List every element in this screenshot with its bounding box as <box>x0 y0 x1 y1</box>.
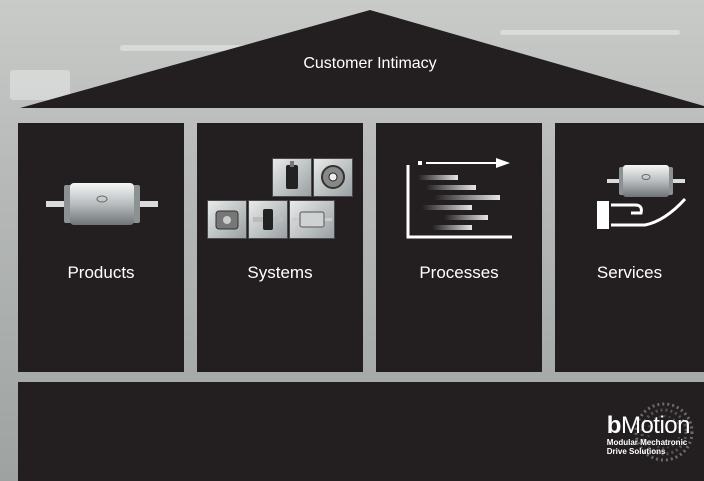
pillar-label-systems: Systems <box>247 263 313 282</box>
logo-wordmark: bMotion <box>606 412 691 439</box>
pillar-processes: Processes <box>376 123 542 372</box>
pillar-services: Services <box>555 123 704 372</box>
background-streak <box>500 30 680 35</box>
background-streak <box>120 45 270 51</box>
small-motor-thumbnail-icon <box>289 200 335 239</box>
logo-swirl-icon <box>634 402 694 462</box>
pillar-label-products: Products <box>67 263 135 282</box>
pillar-label-services: Services <box>596 263 663 282</box>
roof-label: Customer Intimacy <box>303 55 437 72</box>
actuator-thumbnail-icon <box>248 200 288 239</box>
gear-thumbnail-icon <box>313 158 353 197</box>
gearbox-thumbnail-icon <box>207 200 247 239</box>
motor-icon <box>46 183 158 225</box>
foundation-base: bMotion Modular Mechatronic Drive Soluti… <box>18 382 704 481</box>
hand-holding-motor-icon <box>597 165 687 229</box>
logo-tagline: Modular Mechatronic Drive Solutions <box>606 438 688 456</box>
motor-thumbnail-icon <box>272 158 312 197</box>
pillar-label-processes: Processes <box>419 263 499 282</box>
bmotion-logo: bMotion Modular Mechatronic Drive Soluti… <box>606 412 691 456</box>
pillar-systems: Systems <box>197 123 363 372</box>
process-chart-icon <box>406 158 512 239</box>
roof <box>20 10 704 108</box>
pillar-products: Products <box>18 123 184 372</box>
background-streak <box>10 70 70 100</box>
